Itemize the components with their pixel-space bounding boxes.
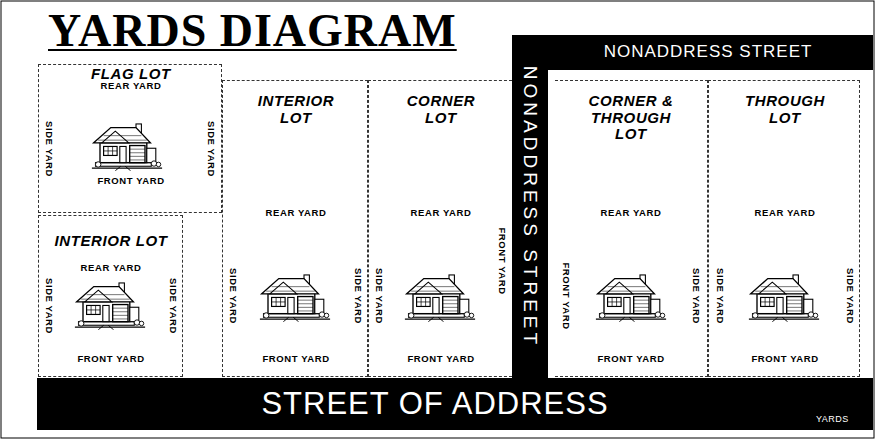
lot-name: THROUGH LOT (735, 93, 835, 126)
lot-name: CORNER LOT (391, 93, 491, 126)
flag-lot: FLAG LOTREAR YARDSIDE YARDSIDE YARDFRONT… (38, 64, 222, 213)
yard-label: FRONT YARD (597, 354, 664, 364)
yard-label: REAR YARD (601, 208, 662, 218)
yard-label: SIDE YARD (168, 278, 178, 334)
house-icon (405, 275, 475, 322)
nonaddress-street-band: NONADDRESS STREET (548, 35, 873, 70)
nonaddress-street-band: NONADDRESS STREET (512, 35, 548, 378)
yard-label: FRONT YARD (561, 262, 571, 329)
figure-code: YARDS (816, 414, 849, 424)
interior-lot: INTERIOR LOT REAR YARD SIDE YARD SIDE YARD F… (38, 215, 183, 377)
yard-label: SIDE YARD (228, 268, 238, 324)
street-name: NONADDRESS STREET (520, 66, 541, 348)
house-icon (596, 275, 666, 322)
yard-label: FRONT YARD (497, 227, 507, 294)
yard-label: REAR YARD (411, 208, 472, 218)
lot-name: INTERIOR LOT (41, 233, 181, 250)
yard-label: SIDE YARD (206, 121, 216, 177)
yard-label: FRONT YARD (97, 176, 164, 186)
yard-label: SIDE YARD (374, 268, 384, 324)
yard-label: REAR YARD (101, 81, 162, 91)
yard-label: SIDE YARD (691, 268, 701, 324)
corner-lot: CORNER LOT REAR YARD SIDE YARD FRONT YARD FR… (368, 80, 512, 377)
yard-label: FRONT YARD (77, 354, 144, 364)
interior-lot: INTERIOR LOT REAR YARD SIDE YARD SIDE YARD F… (222, 80, 368, 377)
yard-label: SIDE YARD (44, 121, 54, 177)
through-lot: THROUGH LOT REAR YARD SIDE YARD SIDE YARD FR… (708, 80, 860, 377)
yard-label: REAR YARD (266, 208, 327, 218)
yard-label: SIDE YARD (845, 268, 855, 324)
house-icon (92, 124, 162, 171)
street-name: STREET OF ADDRESS (261, 387, 608, 421)
house-icon (749, 275, 819, 322)
yard-label: REAR YARD (755, 208, 816, 218)
street-of-address-band: STREET OF ADDRESS (37, 378, 873, 430)
street-name: NONADDRESS STREET (604, 43, 813, 62)
diagram-title: YARDS DIAGRAM (48, 4, 457, 57)
house-icon (260, 275, 330, 322)
house-icon (75, 283, 145, 330)
yard-label: SIDE YARD (715, 268, 725, 324)
yard-label: FRONT YARD (751, 354, 818, 364)
lot-name: INTERIOR LOT (246, 93, 346, 126)
yard-label: SIDE YARD (44, 278, 54, 334)
corner-through-lot: CORNER & THROUGH LOT REAR YARD FRONT YARD S… (555, 80, 708, 377)
yard-label: FRONT YARD (407, 354, 474, 364)
yard-label: FRONT YARD (262, 354, 329, 364)
lot-name: CORNER & THROUGH LOT (576, 93, 686, 143)
yard-label: SIDE YARD (353, 268, 363, 324)
yard-label: REAR YARD (81, 263, 142, 273)
